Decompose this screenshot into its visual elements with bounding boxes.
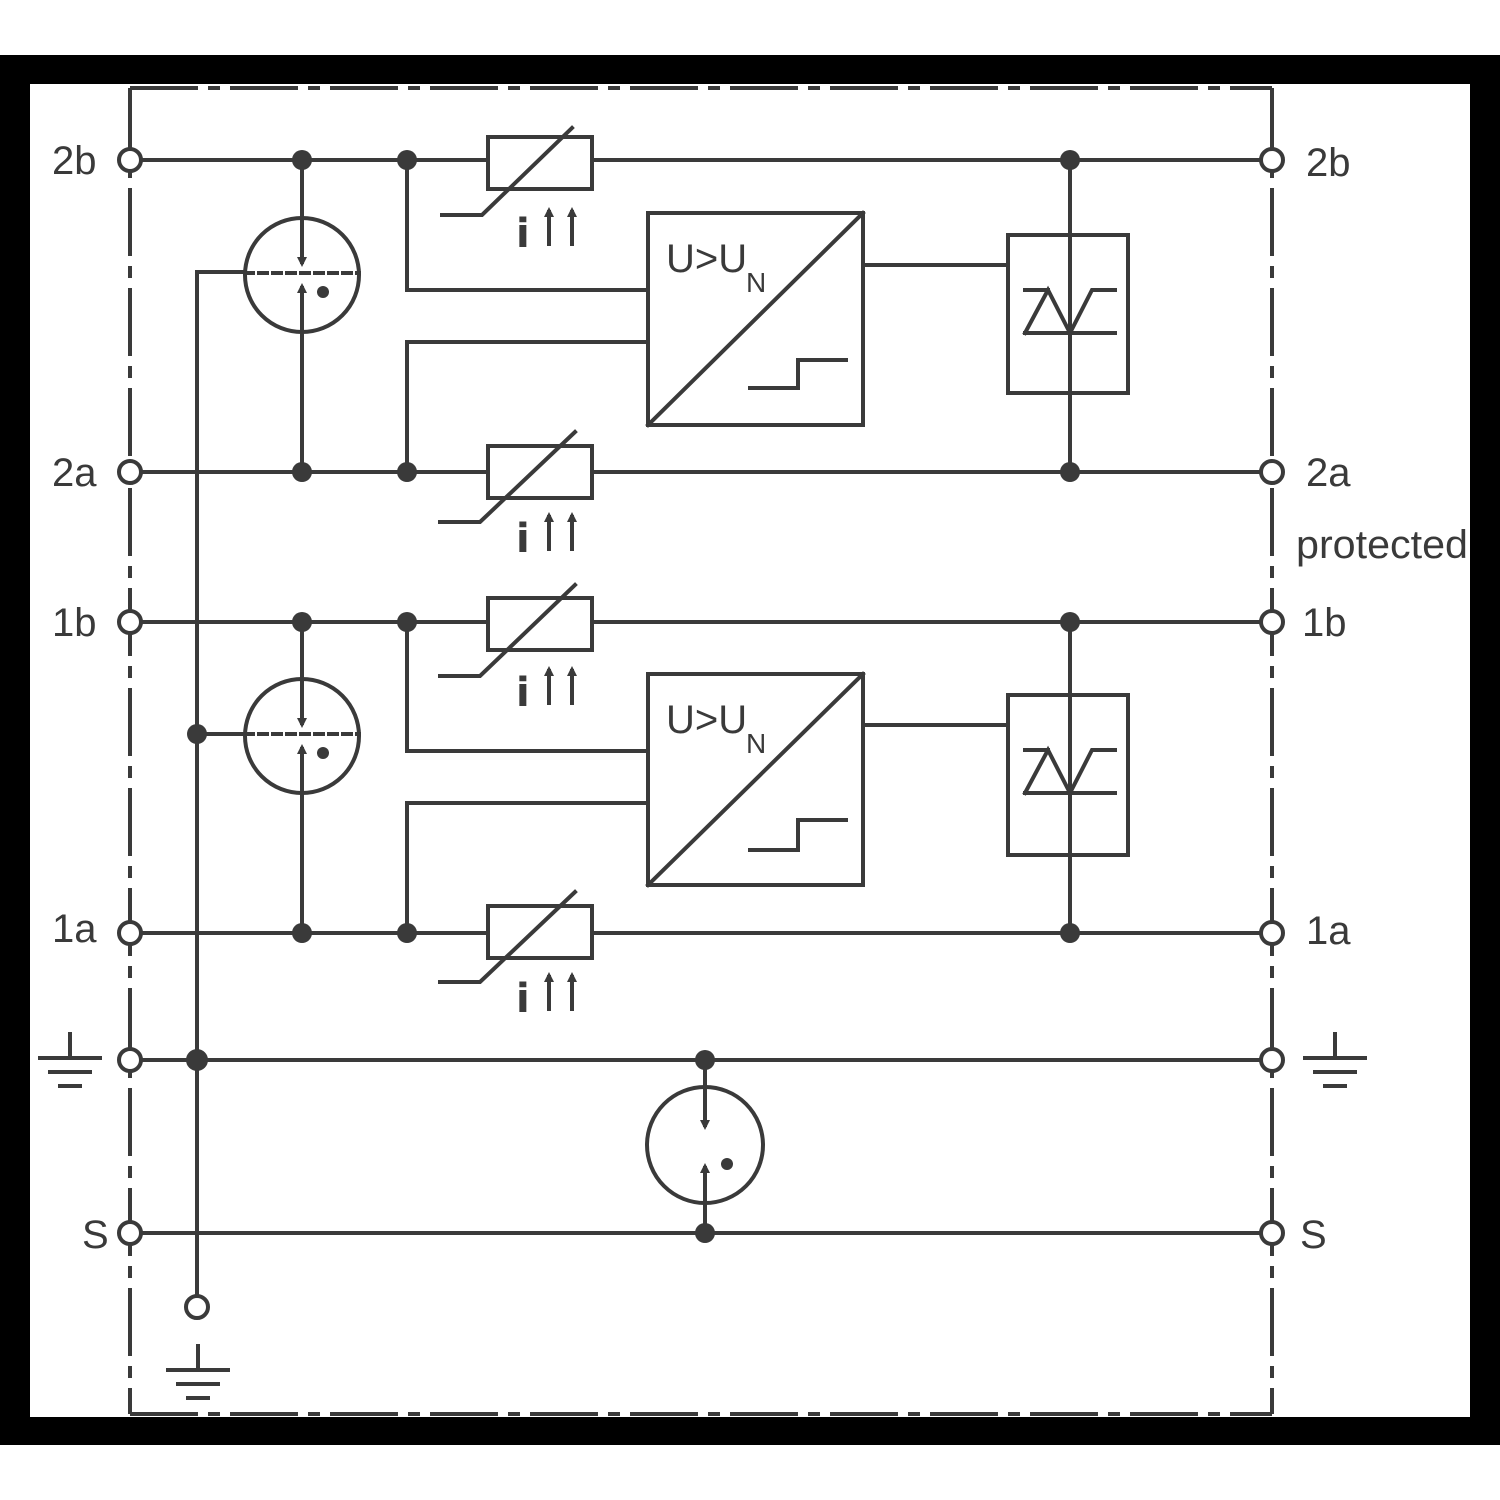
ground-icon [166, 1344, 230, 1400]
ptc-thermistor-icon: i [440, 125, 594, 257]
current-symbol: i [516, 211, 530, 257]
protection-stage-2: i i U>U N [243, 125, 1130, 562]
terminal-ground-in [117, 1047, 143, 1073]
ptc-thermistor-icon: i [438, 429, 594, 562]
terminal-2b-in [117, 147, 143, 173]
current-symbol: i [516, 670, 530, 716]
gas-discharge-tube-icon [243, 158, 361, 474]
ptc-thermistor-icon: i [438, 582, 594, 716]
monitor-label-subscript: N [746, 728, 766, 759]
monitor-label: U>U [666, 698, 747, 742]
ptc-thermistor-icon: i [438, 889, 594, 1022]
ground-icon [1303, 1032, 1367, 1088]
current-symbol: i [516, 976, 530, 1022]
label-2b-left: 2b [52, 139, 97, 183]
protection-stage-1: i i U>U N [187, 582, 1130, 1022]
label-1a-right: 1a [1306, 909, 1351, 953]
monitor-label: U>U [666, 237, 747, 281]
current-symbol: i [516, 516, 530, 562]
gas-discharge-tube-icon [243, 620, 361, 935]
suppressor-diode-icon [1006, 158, 1130, 474]
terminal-2a-out [1259, 459, 1285, 485]
terminal-s-out [1259, 1220, 1285, 1246]
enclosure-boundary [128, 86, 1274, 1416]
terminal-ground-out [1259, 1047, 1285, 1073]
terminal-1b-in [117, 609, 143, 635]
terminal-2a-in [117, 459, 143, 485]
terminal-2b-out [1259, 147, 1285, 173]
right-terminals [1259, 147, 1285, 1246]
monitor-label-subscript: N [746, 267, 766, 298]
terminal-1b-out [1259, 609, 1285, 635]
label-1a-left: 1a [52, 907, 97, 951]
label-2a-left: 2a [52, 451, 97, 495]
label-1b-right: 1b [1302, 601, 1347, 645]
suppressor-diode-icon [1006, 620, 1130, 935]
voltage-monitor-block: U>U N [645, 671, 866, 888]
label-2a-right: 2a [1306, 451, 1351, 495]
voltage-monitor-block: U>U N [645, 210, 866, 428]
label-s-right: S [1300, 1213, 1327, 1257]
terminal-s-in [117, 1220, 143, 1246]
label-2b-right: 2b [1306, 141, 1351, 185]
terminal-1a-out [1259, 920, 1285, 946]
terminal-pe [184, 1294, 210, 1320]
protected-label: protected [1296, 523, 1468, 567]
label-1b-left: 1b [52, 601, 97, 645]
left-terminals [117, 147, 210, 1320]
label-s-left: S [82, 1213, 109, 1257]
ground-icon [38, 1032, 102, 1088]
terminal-1a-in [117, 920, 143, 946]
